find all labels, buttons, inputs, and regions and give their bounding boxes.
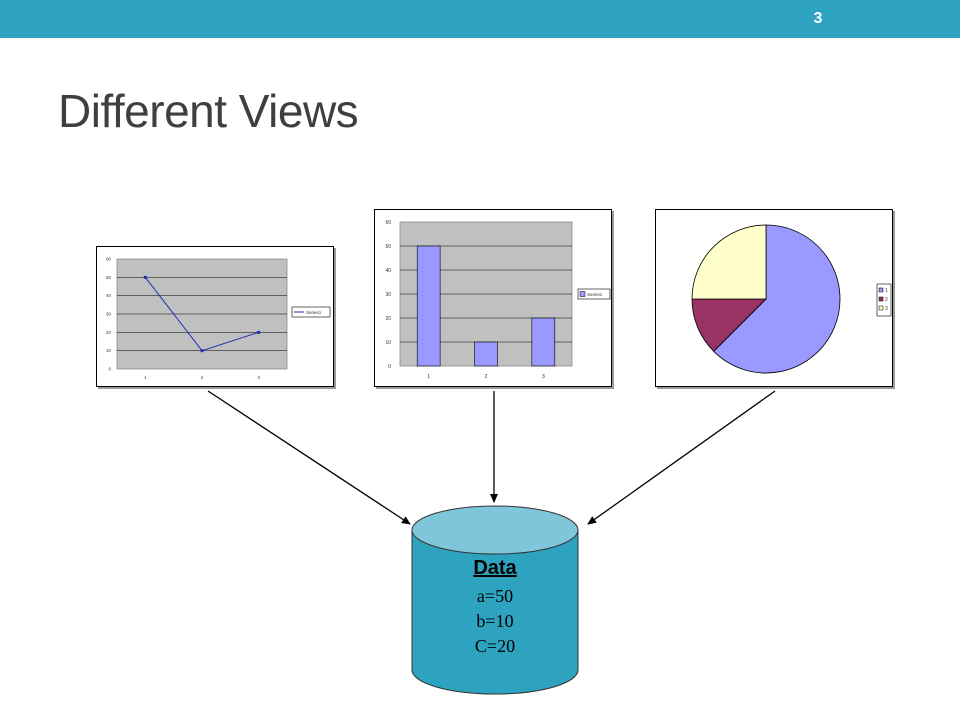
legend-swatch xyxy=(878,287,884,293)
y-tick-label: 60 xyxy=(385,220,391,226)
page-number: 3 xyxy=(813,10,823,27)
legend-swatch xyxy=(579,291,586,297)
arrow-pie-to-data xyxy=(587,390,776,525)
y-tick-label: 10 xyxy=(106,348,112,353)
legend-label: 2 xyxy=(885,297,888,303)
legend-box xyxy=(291,306,331,318)
bar xyxy=(531,317,556,367)
y-tick-label: 20 xyxy=(106,330,112,335)
data-value-a: a=50 xyxy=(476,586,514,606)
pie-slice xyxy=(713,224,841,374)
legend: Series1 xyxy=(291,306,331,318)
slide-title: Different Views xyxy=(58,85,359,137)
slide-header-bar: 3 xyxy=(0,0,960,38)
legend-swatch xyxy=(878,296,884,302)
line-chart-svg: 0 10 20 30 40 50 60 1 2 3 Series1 xyxy=(106,257,331,380)
legend: Series1 xyxy=(577,288,611,300)
x-tick-label: 3 xyxy=(257,375,260,380)
y-tick-label: 40 xyxy=(385,268,391,274)
x-tick-label: 2 xyxy=(485,374,488,380)
legend-label: 1 xyxy=(885,288,888,294)
bar-chart-svg: 0 10 20 30 40 50 60 1 2 3 Series1 xyxy=(385,220,611,380)
bar-chart: 0 10 20 30 40 50 60 1 2 3 Series1 xyxy=(374,209,612,387)
y-tick-label: 0 xyxy=(108,367,111,372)
y-tick-label: 30 xyxy=(385,292,391,298)
y-tick-label: 50 xyxy=(106,275,112,280)
legend: 1 2 3 xyxy=(876,283,892,317)
arrow-line-to-data xyxy=(207,390,411,525)
pie-chart: 1 2 3 xyxy=(655,209,893,387)
pie-slice xyxy=(691,224,767,300)
data-point xyxy=(257,330,261,334)
line-chart: 0 10 20 30 40 50 60 1 2 3 Series1 xyxy=(96,246,334,387)
cylinder-top xyxy=(411,505,579,555)
y-tick-label: 0 xyxy=(388,364,391,370)
y-tick-label: 50 xyxy=(385,244,391,250)
data-point xyxy=(200,349,204,353)
data-point xyxy=(143,275,147,279)
x-tick-label: 2 xyxy=(201,375,204,380)
legend-label: Series1 xyxy=(306,310,322,315)
pie-chart-svg: 1 2 3 xyxy=(691,224,892,374)
legend-box xyxy=(577,288,611,300)
x-tick-label: 1 xyxy=(144,375,147,380)
data-value-c: C=20 xyxy=(474,636,516,656)
y-tick-label: 10 xyxy=(385,340,391,346)
data-store-title: Data xyxy=(473,557,517,579)
pie-slice xyxy=(691,298,767,352)
data-value-b: b=10 xyxy=(476,611,514,631)
x-tick-label: 3 xyxy=(542,374,545,380)
y-tick-label: 60 xyxy=(106,257,112,262)
legend-label: 3 xyxy=(885,306,888,312)
x-tick-label: 1 xyxy=(427,374,430,380)
legend-label: Series1 xyxy=(587,292,603,297)
legend-swatch xyxy=(878,305,884,311)
y-tick-label: 30 xyxy=(106,312,112,317)
y-tick-label: 40 xyxy=(106,293,112,298)
bar xyxy=(474,341,498,367)
bar xyxy=(416,245,441,367)
y-tick-label: 20 xyxy=(385,316,391,322)
